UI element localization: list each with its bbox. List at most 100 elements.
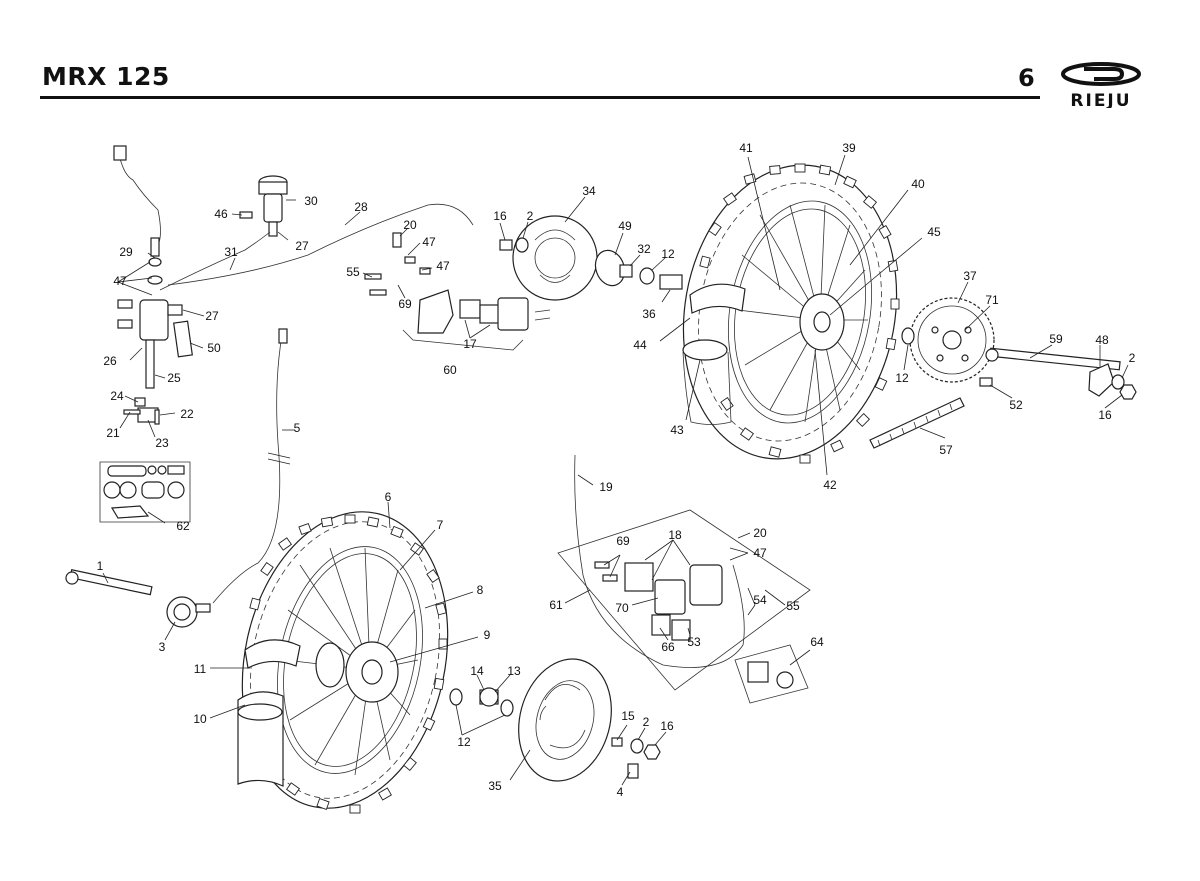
rear-tread [699,163,900,464]
header-rule [40,96,1040,99]
callout-27: 27 [205,309,219,323]
callout-13: 13 [507,664,521,678]
callout-54: 54 [753,593,767,607]
front-caliper-group-outline [557,509,811,691]
callout-52: 52 [1009,398,1023,412]
front-brake-hose [574,454,745,668]
callout-66: 66 [661,640,675,654]
callout-5: 5 [294,421,301,435]
chain-adjuster [979,363,1137,400]
callout-49: 49 [618,219,632,233]
callout-12: 12 [457,735,471,749]
callout-21: 21 [106,426,120,440]
callout-41: 41 [739,141,753,155]
callout-40: 40 [911,177,925,191]
callout-9: 9 [484,628,491,642]
callout-70: 70 [615,601,629,615]
caliper-seal-kit [734,644,809,704]
speedometer-drive [166,596,211,628]
callout-18: 18 [668,528,682,542]
callout-47: 47 [422,235,436,249]
callout-48: 48 [1095,333,1109,347]
callout-4: 4 [617,785,624,799]
callout-31: 31 [224,245,238,259]
callout-60: 60 [443,363,457,377]
callout-55: 55 [346,265,360,279]
callout-50: 50 [207,341,221,355]
callout-15: 15 [621,709,635,723]
front-hub-bearings [449,687,514,717]
callout-59: 59 [1049,332,1063,346]
callout-6: 6 [385,490,392,504]
callout-64: 64 [810,635,824,649]
callout-25: 25 [167,371,181,385]
rear-brake-hose [167,203,474,286]
page-title: MRX 125 [42,62,170,91]
brake-fluid-reservoir [239,175,288,237]
callout-44: 44 [633,338,647,352]
master-cylinder-repair-kit [99,461,191,523]
leader-lines [102,154,1129,786]
callout-2: 2 [643,715,650,729]
callout-43: 43 [670,423,684,437]
callout-45: 45 [927,225,941,239]
callout-19: 19 [599,480,613,494]
callout-7: 7 [437,518,444,532]
callout-69: 69 [616,534,630,548]
callout-62: 62 [176,519,190,533]
rear-wheel [682,163,900,464]
front-wheel [237,511,449,814]
page-number: 6 [1018,64,1035,92]
callout-35: 35 [488,779,502,793]
rieju-logo: RIEJU [1061,62,1141,108]
front-disc-hardware [611,737,661,779]
callout-12: 12 [895,371,909,385]
callout-71: 71 [985,293,999,307]
callout-11: 11 [194,662,207,676]
callout-32: 32 [637,242,651,256]
callout-46: 46 [214,207,228,221]
callout-16: 16 [493,209,507,223]
front-brake-disc [518,658,612,782]
callout-labels: 1 2 2 2 3 4 5 6 7 8 9 10 11 12 12 12 13 … [97,141,1136,799]
callout-12: 12 [661,247,675,261]
callout-16: 16 [1098,408,1112,422]
callout-55: 55 [786,599,800,613]
callout-29: 29 [119,245,133,259]
callout-34: 34 [582,184,596,198]
callout-8: 8 [477,583,484,597]
front-caliper [594,561,723,641]
callout-1: 1 [97,559,104,573]
reservoir-hose [159,231,271,291]
callout-20: 20 [403,218,417,232]
speedometer-cable [212,334,283,604]
rear-bearing-spacer [901,327,915,345]
callout-24: 24 [110,389,124,403]
callout-30: 30 [304,194,318,208]
callout-23: 23 [155,436,169,450]
rear-master-cylinder [113,145,193,425]
callout-61: 61 [549,598,563,612]
callout-47: 47 [436,259,450,273]
rear-axle [985,347,1121,371]
rear-brake-disc [499,215,598,301]
callout-2: 2 [527,209,534,223]
callout-2: 2 [1129,351,1136,365]
callout-3: 3 [159,640,166,654]
callout-22: 22 [180,407,194,421]
speedometer-cable-end [278,328,288,344]
callout-42: 42 [823,478,837,492]
callout-47: 47 [753,546,767,560]
callout-17: 17 [463,337,477,351]
callout-10: 10 [193,712,207,726]
callout-39: 39 [842,141,856,155]
callout-57: 57 [939,443,953,457]
callout-16: 16 [660,719,674,733]
rear-sprocket [909,297,995,383]
callout-20: 20 [753,526,767,540]
callout-47: 47 [113,274,127,288]
callout-36: 36 [642,307,656,321]
front-axle [65,569,153,596]
rear-caliper [364,232,551,351]
